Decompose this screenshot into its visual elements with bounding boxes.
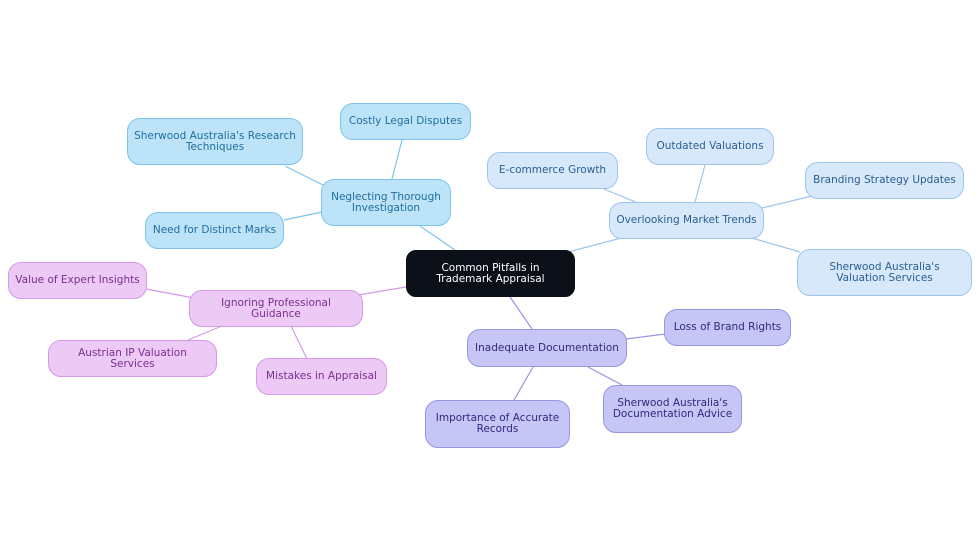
- edge-root-guidance: [357, 286, 407, 296]
- edge-guidance-mistakes: [290, 325, 308, 360]
- edge-investigation-distinct: [283, 211, 323, 221]
- edge-investigation-research: [284, 165, 324, 186]
- node-mistakes-in-appraisal: Mistakes in Appraisal: [256, 358, 387, 395]
- node-ecommerce-growth: E-commerce Growth: [487, 152, 618, 189]
- node-sherwood-research: Sherwood Australia's Research Techniques: [127, 118, 303, 165]
- node-austrian-ip: Austrian IP Valuation Services: [48, 340, 217, 377]
- branch-documentation: Inadequate Documentation: [467, 329, 627, 367]
- node-costly-legal-disputes: Costly Legal Disputes: [340, 103, 471, 140]
- root-node: Common Pitfalls in Trademark Appraisal: [406, 250, 575, 297]
- branch-investigation: Neglecting Thorough Investigation: [321, 179, 451, 226]
- node-outdated-valuations: Outdated Valuations: [646, 128, 774, 165]
- branch-market-trends: Overlooking Market Trends: [609, 202, 764, 239]
- edge-market-valuation: [751, 237, 801, 253]
- edge-root-investigation: [419, 225, 456, 251]
- edge-market-ecommerce: [603, 188, 639, 204]
- edge-guidance-insights: [145, 288, 195, 299]
- edge-doc-advice: [587, 366, 623, 386]
- edge-guidance-austrian: [187, 325, 223, 341]
- node-sherwood-documentation: Sherwood Australia's Documentation Advic…: [603, 385, 742, 433]
- edge-market-branding: [761, 195, 813, 209]
- edge-market-outdated: [694, 164, 706, 203]
- node-accurate-records: Importance of Accurate Records: [425, 400, 570, 448]
- node-loss-of-brand-rights: Loss of Brand Rights: [664, 309, 791, 346]
- edge-root-documentation: [509, 296, 533, 330]
- node-distinct-marks: Need for Distinct Marks: [145, 212, 284, 249]
- edge-doc-loss: [625, 333, 666, 340]
- edge-root-market: [567, 236, 626, 253]
- edge-investigation-legal: [391, 139, 403, 180]
- node-expert-insights: Value of Expert Insights: [8, 262, 147, 299]
- edge-doc-records: [513, 366, 534, 401]
- branch-guidance: Ignoring Professional Guidance: [189, 290, 363, 327]
- node-branding-strategy: Branding Strategy Updates: [805, 162, 964, 199]
- node-sherwood-valuation: Sherwood Australia's Valuation Services: [797, 249, 972, 296]
